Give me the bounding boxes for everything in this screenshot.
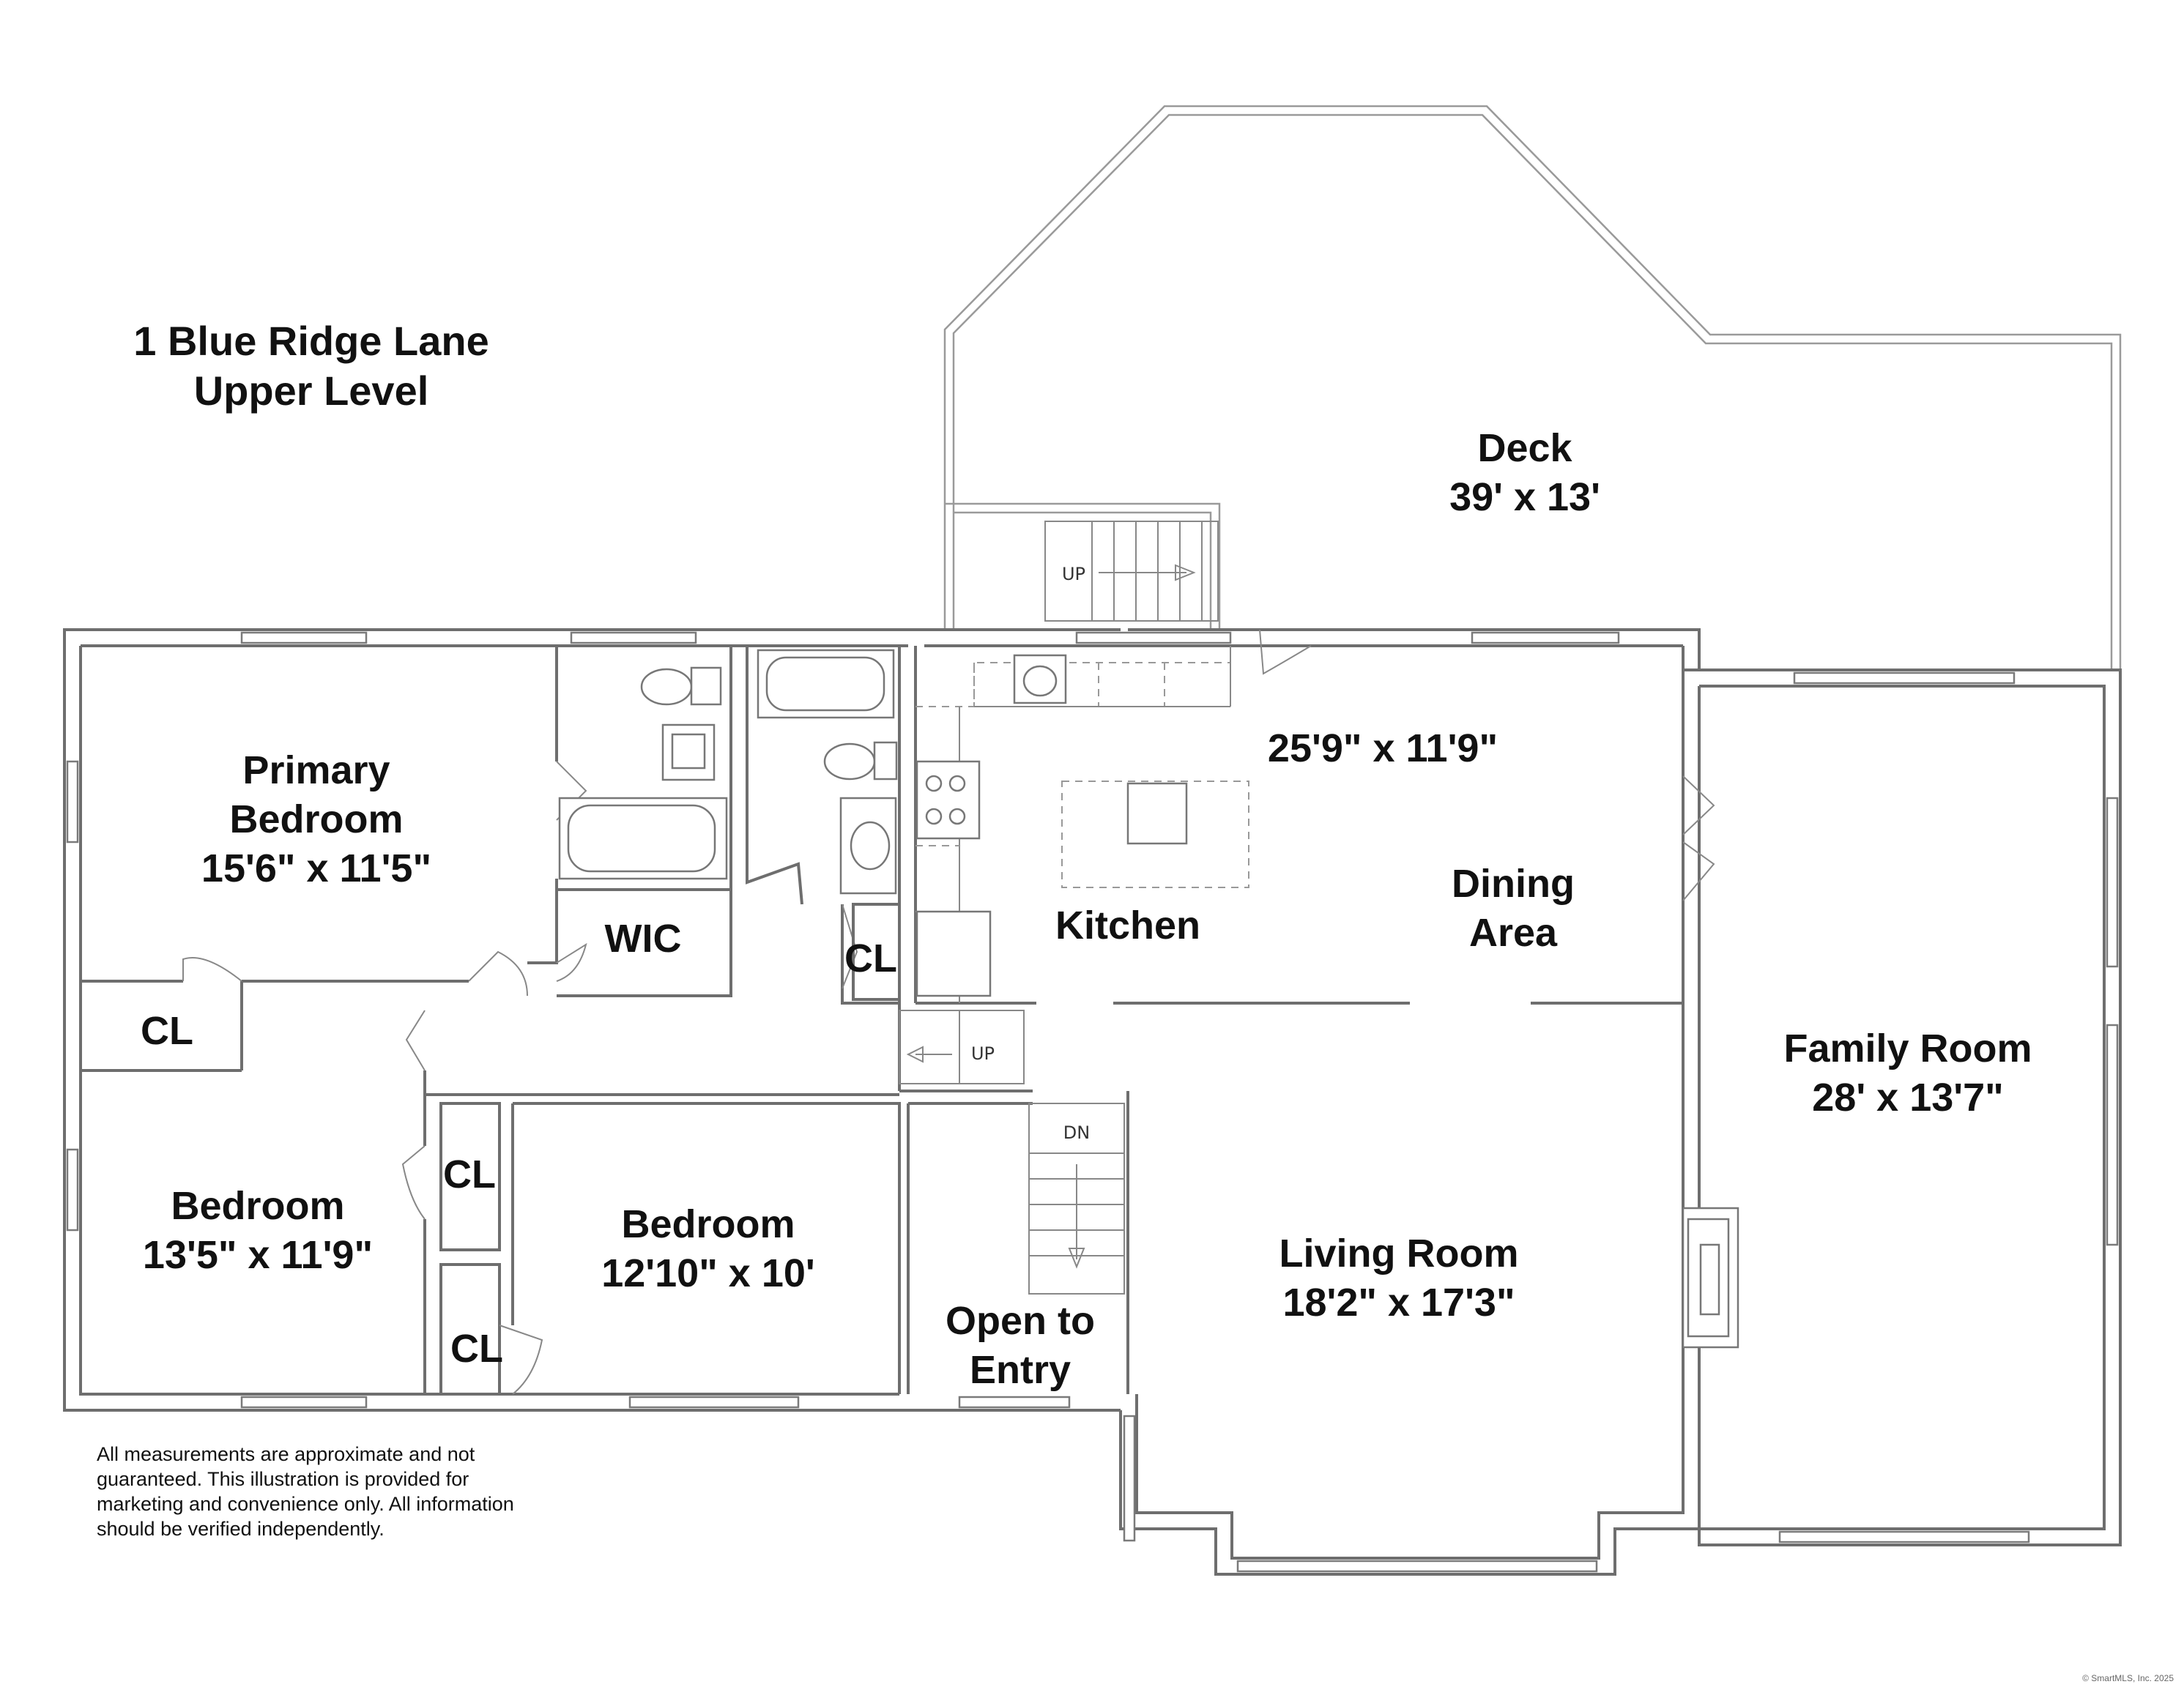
- hall-stairs: UP: [899, 1010, 1025, 1084]
- dining-label-line1: Dining: [1452, 862, 1575, 906]
- copyright: © SmartMLS, Inc. 2025: [2082, 1673, 2174, 1683]
- open-to-entry-line1: Open to: [946, 1299, 1095, 1343]
- disclaimer-line: marketing and convenience only. All info…: [97, 1493, 514, 1515]
- closet-hall-label: CL: [844, 936, 897, 980]
- wic-label: WIC: [605, 917, 682, 961]
- living-room-dims: 18'2" x 17'3": [1282, 1281, 1515, 1325]
- disclaimer-line: should be verified independently.: [97, 1518, 385, 1540]
- disclaimer-line: All measurements are approximate and not: [97, 1443, 475, 1465]
- entry-stairs-down-label: DN: [1063, 1122, 1090, 1143]
- deck-stairs: UP: [1044, 521, 1219, 622]
- closet-bed2-lower-label: CL: [450, 1327, 503, 1371]
- door-swings: [182, 629, 1715, 1395]
- entry-stairs: DN: [1028, 1103, 1125, 1295]
- interior-walls: [81, 646, 1699, 1396]
- family-room-label: Family Room: [1783, 1027, 2032, 1070]
- closet-bed2-upper-label: CL: [443, 1152, 496, 1196]
- disclaimer-line: guaranteed. This illustration is provide…: [97, 1468, 469, 1490]
- bedroom-left-dims: 13'5" x 11'9": [143, 1233, 373, 1277]
- disclaimer: All measurements are approximate and not…: [97, 1443, 514, 1540]
- primary-bedroom-label-line1: Primary: [242, 748, 390, 792]
- deck-outline: [943, 105, 2122, 671]
- exterior-walls: [63, 628, 2122, 1576]
- plan-title-line2: Upper Level: [194, 368, 429, 414]
- bedroom-center-dims: 12'10" x 10': [601, 1251, 815, 1295]
- bedroom-center-label: Bedroom: [621, 1202, 795, 1246]
- kitchen-fixtures: [915, 646, 1249, 1003]
- windows: [66, 631, 2119, 1573]
- plan-title: 1 Blue Ridge Lane Upper Level: [133, 318, 489, 414]
- deck-dims: 39' x 13': [1449, 475, 1600, 519]
- bath-fixtures: [558, 649, 901, 1001]
- bedroom-left-label: Bedroom: [171, 1184, 344, 1228]
- open-to-entry-line2: Entry: [970, 1348, 1071, 1392]
- deck-stairs-up-label: UP: [1062, 564, 1085, 584]
- plan-title-line1: 1 Blue Ridge Lane: [133, 318, 489, 364]
- primary-bedroom-dims: 15'6" x 11'5": [201, 846, 431, 890]
- kitchen-dining-dims: 25'9" x 11'9": [1268, 726, 1498, 770]
- family-room-dims: 28' x 13'7": [1812, 1076, 2003, 1120]
- primary-bedroom-label-line2: Bedroom: [229, 797, 403, 841]
- living-room-label: Living Room: [1279, 1232, 1519, 1276]
- closet-primary-label: CL: [141, 1009, 193, 1053]
- hall-stairs-up-label: UP: [971, 1043, 995, 1064]
- kitchen-label: Kitchen: [1055, 904, 1200, 947]
- dining-label-line2: Area: [1469, 911, 1558, 955]
- fireplace: [1682, 1207, 1739, 1349]
- deck-label: Deck: [1477, 426, 1572, 470]
